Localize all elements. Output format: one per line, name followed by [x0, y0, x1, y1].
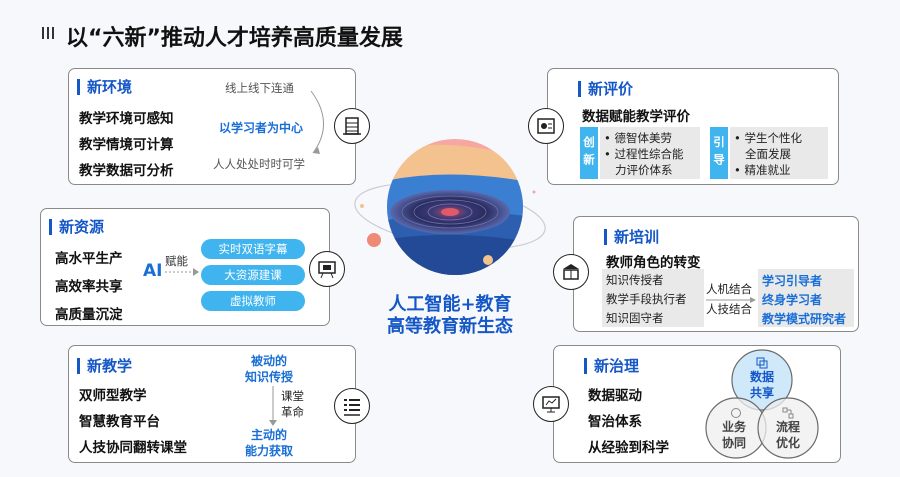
teach-rev-2: 革命 — [281, 405, 304, 419]
teach-title: 新教学 — [77, 358, 132, 374]
data-share-icon — [756, 354, 768, 373]
train-subtitle: 教师角色的转变 — [606, 255, 701, 271]
gov-item: 数据驱动 — [588, 388, 642, 404]
venn-right-1: 流程 — [776, 420, 801, 434]
env-flow-bottom: 人人处处时时可学 — [213, 157, 305, 171]
env-title: 新环境 — [77, 79, 132, 95]
train-to-item: 终身学习者 — [762, 293, 823, 307]
teach-rev-1: 课堂 — [281, 389, 304, 403]
teach-to-1: 主动的 — [251, 428, 288, 442]
center-title-line1: 人工智能+教育 — [388, 294, 512, 315]
card-new-training: 新培训 教师角色的转变 知识传授者 教学手段执行者 知识固守者 人机结合 人技结… — [573, 216, 859, 332]
env-flow-top: 线上线下连通 — [225, 81, 294, 95]
train-from-box — [602, 269, 704, 327]
eval-list1-item: • 过程性综合能 — [604, 147, 684, 161]
train-from-item: 知识传授者 — [606, 273, 664, 287]
res-item: 高质量沉淀 — [55, 307, 123, 323]
teach-from-1: 被动的 — [251, 354, 288, 368]
res-ai-label: AI — [143, 261, 163, 281]
eval-list1-item: • 德智体美劳 — [604, 131, 672, 145]
teach-to-2: 能力获取 — [245, 444, 294, 458]
venn-left-1: 业务 — [722, 420, 747, 434]
gov-title: 新治理 — [584, 358, 639, 374]
card-new-governance: 新治理 数据驱动 智治体系 从经验到科学 数据 共享 业务 协同 流程 优化 — [553, 345, 841, 463]
gov-item: 智治体系 — [588, 414, 642, 430]
env-item: 教学环境可感知 — [79, 111, 174, 127]
venn-top-1: 数据 — [750, 370, 775, 384]
train-via-2: 人技结合 — [706, 302, 752, 316]
eval-tag-innovate: 创新 — [580, 127, 598, 179]
train-title: 新培训 — [604, 229, 659, 245]
card-new-resources: 新资源 高水平生产 高效率共享 高质量沉淀 AI 赋能 实时双语字幕 大资源建课… — [40, 208, 330, 326]
env-flow-arc — [310, 90, 324, 154]
teach-arrow — [269, 386, 277, 426]
env-item: 教学情境可计算 — [79, 137, 174, 153]
train-from-item: 教学手段执行者 — [606, 292, 687, 306]
eval-list1-box — [600, 127, 700, 179]
teach-item: 智慧教育平台 — [79, 414, 160, 430]
res-arrow — [165, 268, 199, 276]
eval-list2-item: • 精准就业 — [734, 163, 791, 177]
eval-list2-item: 全面发展 — [745, 147, 791, 161]
res-pill: 虚拟教师 — [201, 291, 305, 311]
business-icon — [730, 404, 742, 423]
res-title: 新资源 — [49, 219, 104, 235]
eval-list2-box — [730, 127, 828, 179]
teach-item: 双师型教学 — [79, 388, 147, 404]
eval-list2-item: • 学生个性化 — [734, 131, 802, 145]
teach-item: 人技协同翻转课堂 — [79, 440, 187, 456]
res-pill: 大资源建课 — [201, 265, 305, 285]
train-via-1: 人机结合 — [706, 282, 752, 296]
train-from-item: 知识固守者 — [606, 311, 664, 325]
eval-subtitle: 数据赋能教学评价 — [582, 109, 690, 125]
card-new-evaluation: 新评价 数据赋能教学评价 创新 • 德智体美劳 • 过程性综合能 力评价体系 引… — [547, 68, 839, 185]
venn-left-2: 协同 — [722, 436, 747, 450]
teach-from-2: 知识传授 — [245, 370, 294, 384]
train-to-item: 教学模式研究者 — [762, 312, 847, 326]
res-pill: 实时双语字幕 — [201, 239, 305, 259]
book-icon — [553, 254, 589, 290]
building-icon — [334, 108, 370, 144]
report-icon — [528, 108, 564, 144]
card-new-teaching: 新教学 双师型教学 智慧教育平台 人技协同翻转课堂 被动的 知识传授 课堂 革命… — [68, 345, 356, 463]
center-title-line2: 高等教育新生态 — [387, 316, 513, 337]
eval-title: 新评价 — [578, 81, 633, 97]
venn-top-2: 共享 — [750, 386, 775, 400]
page-title: 以“六新”推动人才培养高质量发展 — [66, 26, 403, 51]
projector-icon — [309, 251, 345, 287]
train-to-box — [758, 269, 854, 327]
train-arrow — [706, 297, 756, 303]
res-empower-label: 赋能 — [165, 254, 188, 268]
venn-right-2: 优化 — [776, 436, 801, 450]
eval-tag-guide: 引导 — [710, 127, 728, 179]
card-new-environment: 新环境 教学环境可感知 教学情境可计算 教学数据可分析 线上线下连通 以学习者为… — [68, 68, 356, 185]
chart-screen-icon — [533, 386, 569, 422]
res-item: 高效率共享 — [55, 279, 123, 295]
title-marker-icon — [42, 24, 58, 46]
eval-list1-item: 力评价体系 — [615, 163, 673, 177]
env-flow-mid: 以学习者为中心 — [219, 121, 304, 135]
central-globe-illustration — [354, 139, 546, 275]
env-item: 教学数据可分析 — [79, 163, 174, 179]
gov-item: 从经验到科学 — [588, 440, 669, 456]
res-item: 高水平生产 — [55, 251, 123, 267]
gov-venn — [705, 349, 819, 459]
workflow-icon — [782, 404, 794, 423]
train-to-item: 学习引导者 — [762, 274, 823, 288]
list-icon — [334, 388, 370, 424]
